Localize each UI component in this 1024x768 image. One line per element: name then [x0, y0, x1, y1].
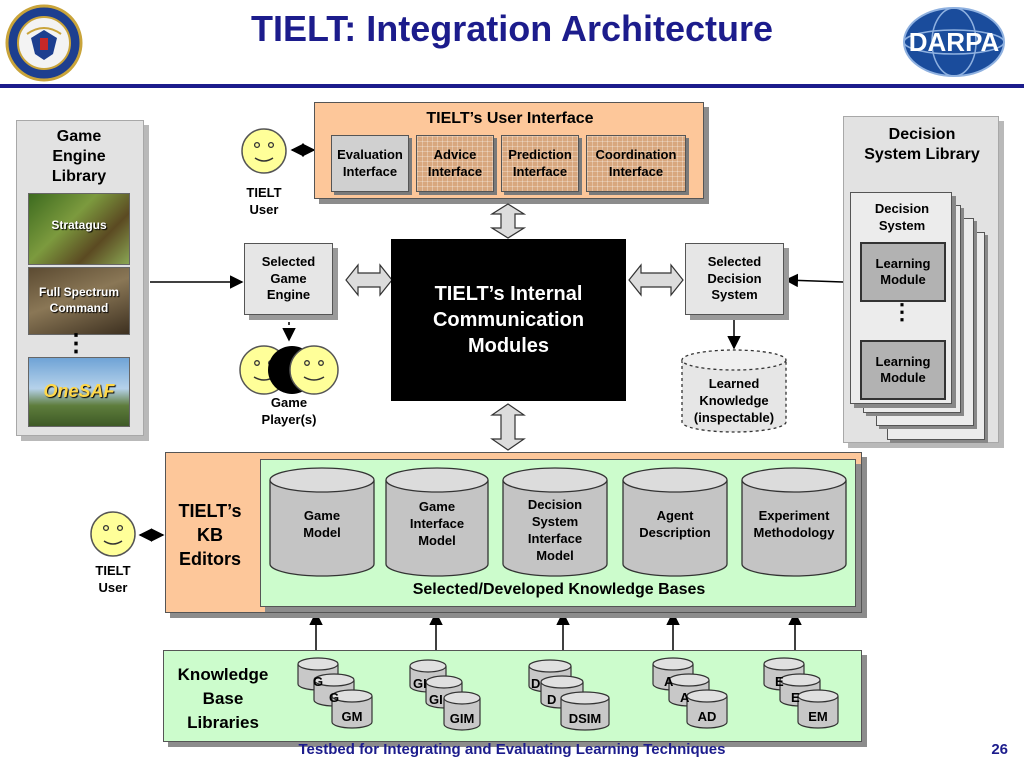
engine-module-double-arrow — [345, 262, 393, 298]
full-spectrum-command-label: Full Spectrum Command — [39, 285, 120, 315]
kb-cylinder-experiment-methodology[interactable]: Experiment Methodology — [740, 466, 848, 578]
kb-lib-4-mid: A — [680, 690, 690, 705]
kb-library-stack-game-interface-model[interactable]: GI GI GIM — [408, 659, 498, 739]
evaluation-interface[interactable]: Evaluation Interface — [331, 135, 409, 192]
kb-lib-2-mid: GI — [429, 692, 443, 707]
kb-library-stack-agent-description[interactable]: A A AD — [651, 657, 741, 737]
kb-library-stack-decision-system-interface-model[interactable]: D D DSIM — [527, 659, 617, 739]
game-players-label: Game Player(s) — [261, 395, 317, 427]
kb-experiment-methodology-label: Experiment Methodology — [753, 508, 835, 540]
tielt-user-kb-icon — [89, 510, 137, 558]
kb-lib-3-mid: D — [547, 692, 556, 707]
kb-cylinder-agent-description[interactable]: Agent Description — [621, 466, 729, 578]
user-interface-title: TIELT’s User Interface — [426, 110, 594, 127]
page-title: TIELT: Integration Architecture — [250, 8, 774, 49]
module-kb-double-arrow — [490, 403, 526, 451]
coordination-interface[interactable]: Coordination Interface — [586, 135, 686, 192]
decision-system-library-title: Decision System Library — [864, 126, 980, 163]
decision-system-card[interactable]: Decision System Learning Module ⋮ Learni… — [850, 192, 952, 404]
kb-game-interface-model-label: Game Interface Model — [409, 499, 465, 548]
learned-knowledge-cylinder[interactable]: Learned Knowledge (inspectable) — [680, 348, 788, 434]
game-library-ellipsis: ⋮ — [64, 330, 88, 357]
learning-module-ellipsis: ⋮ — [891, 299, 913, 324]
selected-game-engine[interactable]: Selected Game Engine — [244, 243, 333, 315]
game-engine-library-panel: Game Engine Library Stratagus Full Spect… — [16, 120, 144, 436]
kb-lib-2-back: GI — [413, 676, 427, 691]
kb-libraries-title: Knowledge Base Libraries — [177, 665, 269, 732]
kb-decision-system-interface-model-label: Decision System Interface Model — [527, 497, 583, 563]
decision-system-card-title: Decision System — [874, 201, 930, 233]
game-players-icon — [238, 344, 340, 396]
kb-cylinder-game-model[interactable]: Game Model — [268, 466, 376, 578]
arrow-decision-library-to-system — [784, 273, 844, 288]
tielt-user-top-label: TIELT User — [246, 185, 282, 217]
selected-decision-system[interactable]: Selected Decision System — [685, 243, 784, 315]
navy-seal-logo — [5, 4, 83, 82]
selected-game-engine-label: Selected Game Engine — [261, 253, 316, 303]
learned-knowledge-label: Learned Knowledge (inspectable) — [693, 376, 775, 425]
learning-module-1[interactable]: Learning Module — [860, 242, 946, 302]
kb-lib-3-back: D — [531, 676, 540, 691]
onesaf-image: OneSAF — [28, 357, 130, 427]
tielt-user-kb-label: TIELT User — [95, 563, 131, 595]
kb-lib-5-back: E — [775, 674, 784, 689]
internal-communication-modules[interactable]: TIELT’s Internal Communication Modules — [391, 239, 626, 401]
onesaf-label: OneSAF — [43, 381, 115, 402]
kb-game-model-label: Game Model — [303, 508, 341, 540]
game-engine-library-title: Game Engine Library — [51, 128, 107, 185]
kb-agent-description-label: Agent Description — [639, 508, 711, 540]
kb-lib-3-front: DSIM — [569, 711, 602, 726]
kb-cylinder-decision-system-interface-model[interactable]: Decision System Interface Model — [501, 466, 609, 578]
user-interface-panel: TIELT’s User Interface Evaluation Interf… — [314, 102, 704, 199]
darpa-text: DARPA — [909, 27, 1000, 57]
kb-library-stack-game-model[interactable]: G G GM — [296, 657, 386, 737]
kb-lib-1-front: GM — [342, 709, 363, 724]
stratagus-label: Stratagus — [51, 218, 107, 233]
kb-cylinder-game-interface-model[interactable]: Game Interface Model — [384, 466, 490, 578]
page-number: 26 — [991, 741, 1008, 758]
full-spectrum-command-image: Full Spectrum Command — [28, 267, 130, 335]
kb-library-stack-experiment-methodology[interactable]: E E EM — [762, 657, 852, 737]
prediction-interface[interactable]: Prediction Interface — [501, 135, 579, 192]
module-system-double-arrow — [628, 262, 684, 298]
kb-lib-4-front: AD — [698, 709, 717, 724]
kb-libraries-panel: Knowledge Base Libraries — [163, 650, 862, 742]
tielt-user-top-icon — [240, 127, 288, 175]
title-rule — [0, 84, 1024, 88]
learning-module-2[interactable]: Learning Module — [860, 340, 946, 400]
ui-module-double-arrow — [489, 203, 527, 239]
kb-lib-1-mid: G — [329, 690, 339, 705]
stratagus-image: Stratagus — [28, 193, 130, 265]
kb-lib-2-front: GIM — [450, 711, 475, 726]
selected-decision-system-label: Selected Decision System — [707, 253, 762, 303]
kb-lib-1-back: G — [313, 674, 323, 689]
footer-text: Testbed for Integrating and Evaluating L… — [298, 741, 726, 758]
kb-lib-5-front: EM — [808, 709, 828, 724]
kb-lib-5-mid: E — [791, 690, 800, 705]
internal-modules-label: TIELT’s Internal Communication Modules — [432, 283, 585, 357]
knowledge-bases-title: Selected/Developed Knowledge Bases — [412, 581, 706, 598]
darpa-logo: DARPA — [902, 6, 1006, 78]
kb-editors-title: TIELT’s KB Editors — [178, 501, 242, 569]
advice-interface[interactable]: Advice Interface — [416, 135, 494, 192]
kb-lib-4-back: A — [664, 674, 674, 689]
